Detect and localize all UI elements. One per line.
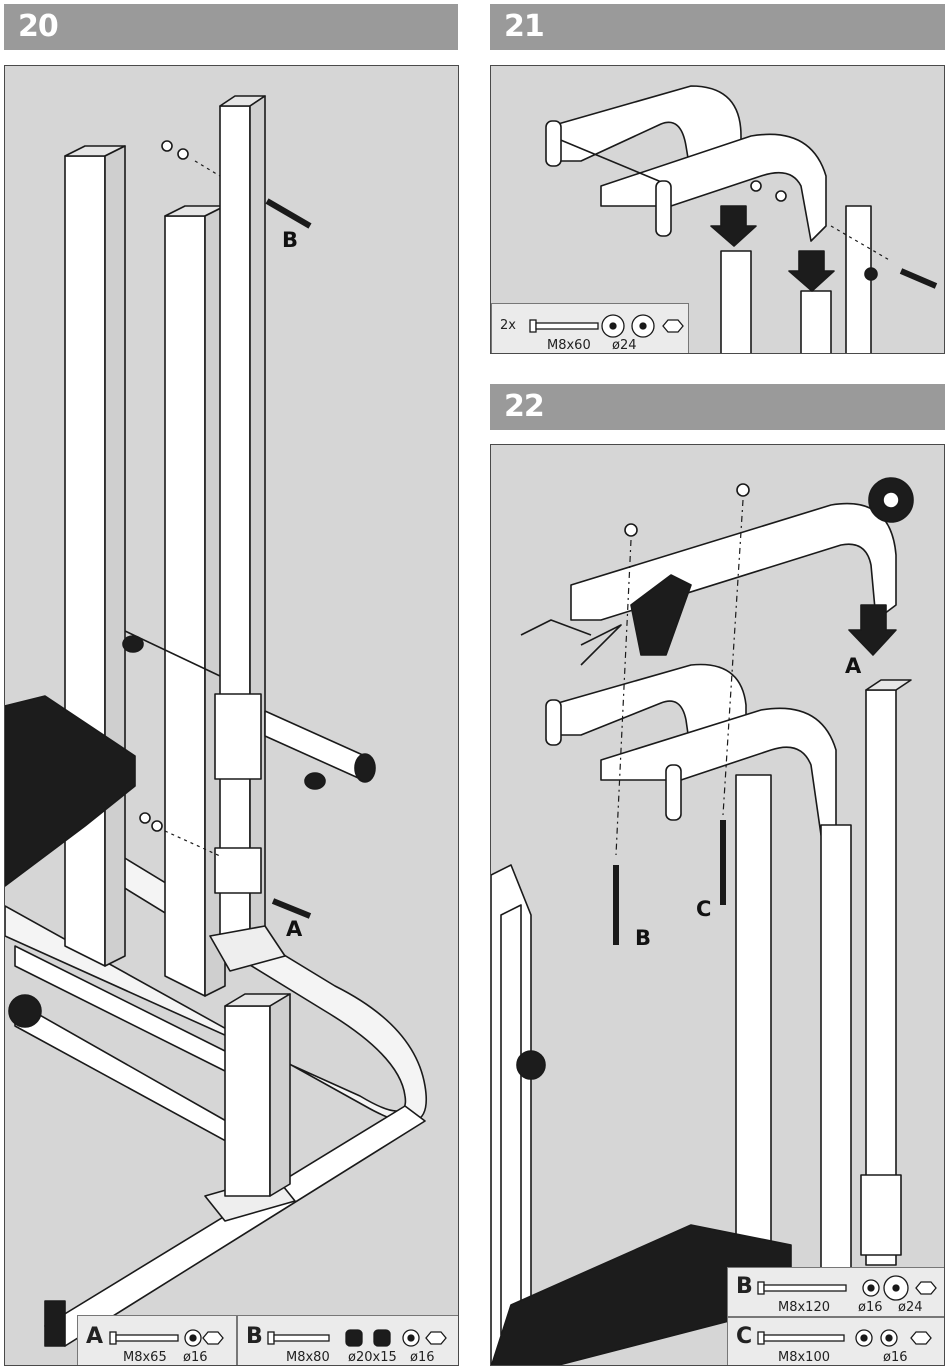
bolt-size: M8x80: [286, 1350, 330, 1365]
bolt-icon: [267, 1329, 447, 1347]
step-number: 20: [18, 9, 59, 44]
callout-c: C: [696, 897, 712, 921]
bolt-icon: [757, 1329, 932, 1347]
step-20-panel: B A A M8x65 ø16 B M8x80: [4, 65, 459, 1366]
fastener-legend-b: B M8x80 ø20x15 ø16: [237, 1315, 458, 1365]
step-21-illustration: [545, 85, 938, 353]
step-number: 22: [504, 389, 545, 424]
spacer-size: ø20x15: [348, 1350, 397, 1365]
callout-a: A: [845, 654, 862, 678]
step-20-header: 20: [4, 4, 458, 50]
quantity-label: 2x: [500, 318, 516, 333]
bolt-icon: [757, 1275, 937, 1301]
bolt-icon: [109, 1329, 224, 1347]
fastener-legend: 2x M8x60 ø24: [491, 303, 689, 353]
step-22-header: 22: [490, 384, 945, 430]
callout-a: A: [286, 917, 303, 941]
legend-letter: A: [86, 1324, 104, 1349]
step-22-panel: A B C B M8x120 ø16 ø24 C: [490, 444, 945, 1366]
washer-size: ø16: [410, 1350, 435, 1365]
step-number: 21: [504, 9, 545, 44]
bolt-size: M8x65: [123, 1350, 167, 1365]
bolt-size: M8x120: [778, 1300, 830, 1315]
washer-size: ø24: [898, 1300, 923, 1315]
washer-size: ø16: [858, 1300, 883, 1315]
callout-b: B: [635, 926, 652, 950]
legend-letter: B: [246, 1324, 263, 1349]
step-21-panel: 2x M8x60 ø24: [490, 65, 945, 354]
washer-size: ø24: [612, 338, 637, 353]
fastener-legend-c: C M8x100 ø16: [727, 1317, 944, 1365]
callout-b: B: [282, 228, 299, 252]
step-20-illustration: [5, 95, 427, 1347]
step-22-illustration: [491, 477, 914, 1365]
legend-letter: B: [736, 1274, 753, 1299]
washer-size: ø16: [883, 1350, 908, 1365]
bolt-size: M8x60: [547, 338, 591, 353]
step-21-header: 21: [490, 4, 945, 50]
washer-size: ø16: [183, 1350, 208, 1365]
fastener-legend-b: B M8x120 ø16 ø24: [727, 1267, 944, 1317]
legend-letter: C: [736, 1324, 753, 1349]
fastener-legend-a: A M8x65 ø16: [77, 1315, 237, 1365]
bolt-icon: [529, 314, 684, 338]
bolt-size: M8x100: [778, 1350, 830, 1365]
